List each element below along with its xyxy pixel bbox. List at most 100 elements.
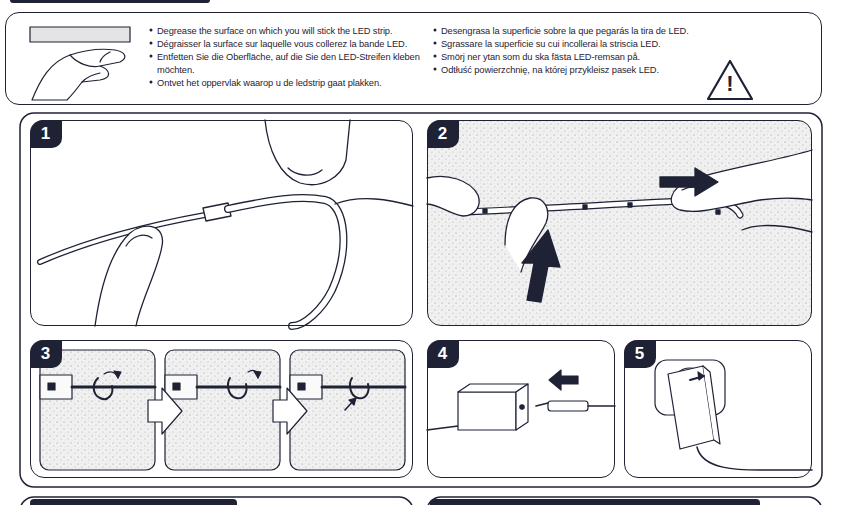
stick-illustration [483,209,487,213]
clip-illustration [290,350,405,470]
clip-illustration [40,350,405,470]
next-panel [20,497,413,505]
clip-illustration [173,383,180,390]
next-panel [427,497,822,505]
bullet-dot [434,68,437,71]
step-number: 4 [427,340,459,368]
clip-illustration [197,386,280,389]
clip-illustration [228,378,247,398]
instruction-text: Desengrasa la superficie sobre la que pe… [441,25,741,38]
stick-illustration [716,210,720,214]
clip-illustration [345,398,356,410]
step-panel: 1 [30,120,413,326]
bullet-dot [150,29,153,32]
plug-illustration [697,447,812,470]
next-panel [20,497,822,505]
header-tab [10,0,210,3]
peel-illustration [265,120,350,185]
next-panel [430,499,760,505]
degrease-illustration [30,27,130,100]
clip-illustration [114,371,121,378]
clip-illustration [298,383,305,390]
stick-illustration [522,230,560,302]
degrease-illustration [30,27,130,42]
peel-illustration [228,198,343,326]
next-panel [30,499,237,505]
clip-illustration [94,378,113,399]
surface-texture [427,120,812,326]
clip-illustration [72,386,155,389]
clip-illustration [40,350,155,470]
bullet-dot [150,55,153,58]
instruction-text: Degrease the surface on which you will s… [157,25,487,38]
instruction-text: Ontvet het oppervlak waarop u de ledstri… [157,77,487,90]
outer-frame [20,113,822,487]
clip-illustration [254,371,261,378]
surface-texture [427,120,812,326]
connect-illustration [549,370,578,390]
bullet-dot [434,42,437,45]
degrease-illustration [70,55,100,67]
connect-illustration [520,405,524,409]
step-panel: 5 [624,340,812,478]
connect-illustration [427,370,615,430]
clip-illustration [322,386,405,389]
stick-illustration [427,176,479,216]
clip-illustration [273,388,307,434]
clip-illustration [148,388,182,434]
instruction-text: Smörj ner ytan som du ska fästa LED-rems… [441,51,741,64]
step-number: 3 [30,340,62,368]
stick-illustration [660,168,718,196]
peel-illustration [228,198,343,326]
peel-illustration [95,226,163,326]
peel-illustration [335,199,413,206]
step-panel: 4 [427,340,615,478]
step-panel: 2 [427,120,812,326]
stick-illustration [427,150,812,302]
degrease-illustration [82,73,100,82]
plug-illustration [655,360,812,470]
connect-illustration [548,401,588,411]
instruction-text: Sgrassare la superficie su cui incollera… [441,38,741,51]
stick-illustration [583,205,587,209]
clip-illustration [290,375,322,399]
peel-illustration [40,120,413,326]
clip-illustration [349,398,356,405]
step-number: 5 [624,340,656,368]
header-tab [10,0,210,3]
connect-illustration [536,403,548,406]
plug-illustration [698,372,704,380]
peel-illustration [288,168,322,175]
bullet-dot [150,42,153,45]
connect-illustration [516,384,528,430]
clip-illustration [165,350,280,470]
clip-illustration [350,378,369,398]
instruction-text: Entfetten Sie die Oberfläche, auf die Si… [157,51,447,77]
connect-illustration [458,392,516,430]
peel-illustration [126,235,152,246]
exclamation-mark: ! [706,71,754,97]
bullet-dot [150,81,153,84]
instruction-text: Odtłuść powierzchnię, na której przyklei… [441,64,741,77]
outer-frame [20,113,822,487]
clip-illustration [48,383,55,390]
bullet-dot [434,29,437,32]
step-panel: 3 [30,340,413,478]
bullet-dot [434,55,437,58]
degrease-illustration [100,52,110,62]
connect-illustration [588,405,615,407]
clip-illustration [40,375,72,399]
stick-illustration [742,226,812,232]
plug-illustration [703,366,720,444]
warning-triangle: ! [706,59,754,101]
clip-illustration [165,375,197,399]
step-number: 1 [30,120,62,148]
step-number: 2 [427,120,459,148]
warning-panel: Degrease the surface on which you will s… [5,12,822,105]
stick-illustration [628,203,632,207]
connect-illustration [427,426,458,430]
instruction-text: Dégraisser la surface sur laquelle vous … [157,38,487,51]
